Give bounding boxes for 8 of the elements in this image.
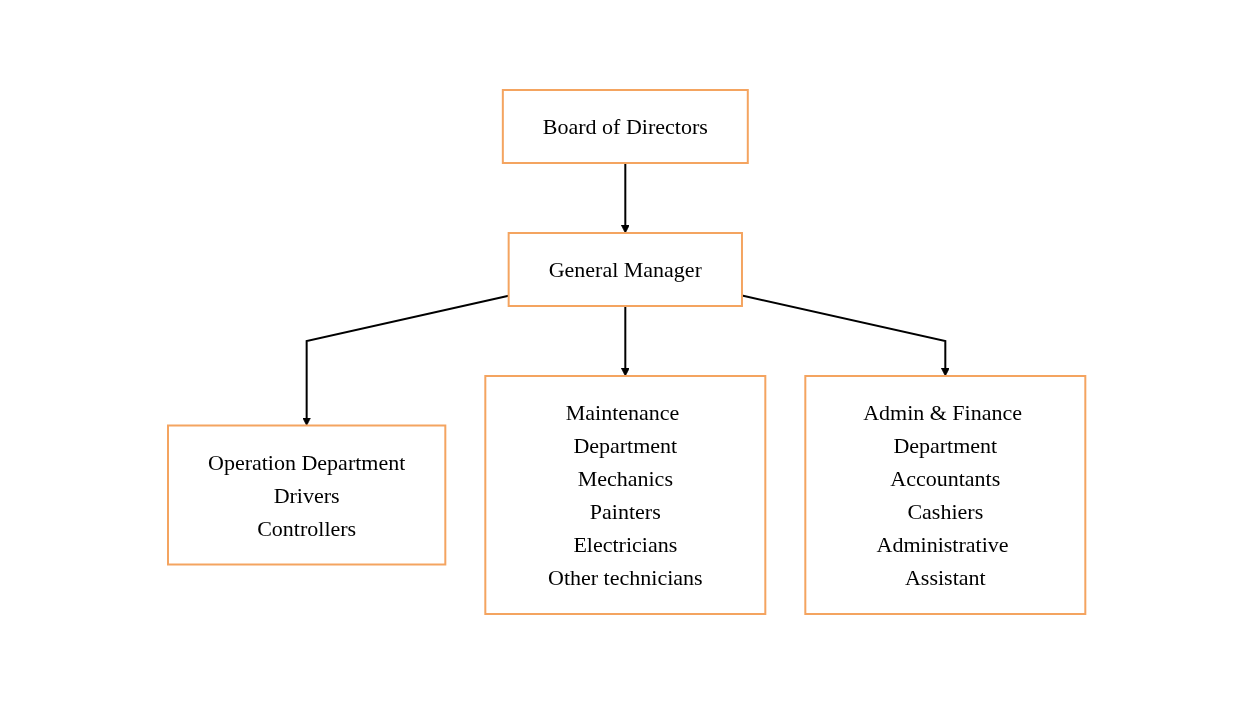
arrow	[302, 294, 510, 426]
node-box: Board of Directors	[502, 88, 750, 164]
node-box: Maintenance Department Mechanics Painters Electricians Other technicians	[484, 374, 767, 615]
arrow	[621, 161, 631, 233]
node-box: General Manager	[508, 231, 744, 307]
arrow	[621, 304, 631, 376]
node-box: Operation Department Drivers Controllers	[167, 424, 447, 565]
node-box: Admin & Finance Department Accountants Cashiers Administrative Assistant	[804, 374, 1087, 615]
